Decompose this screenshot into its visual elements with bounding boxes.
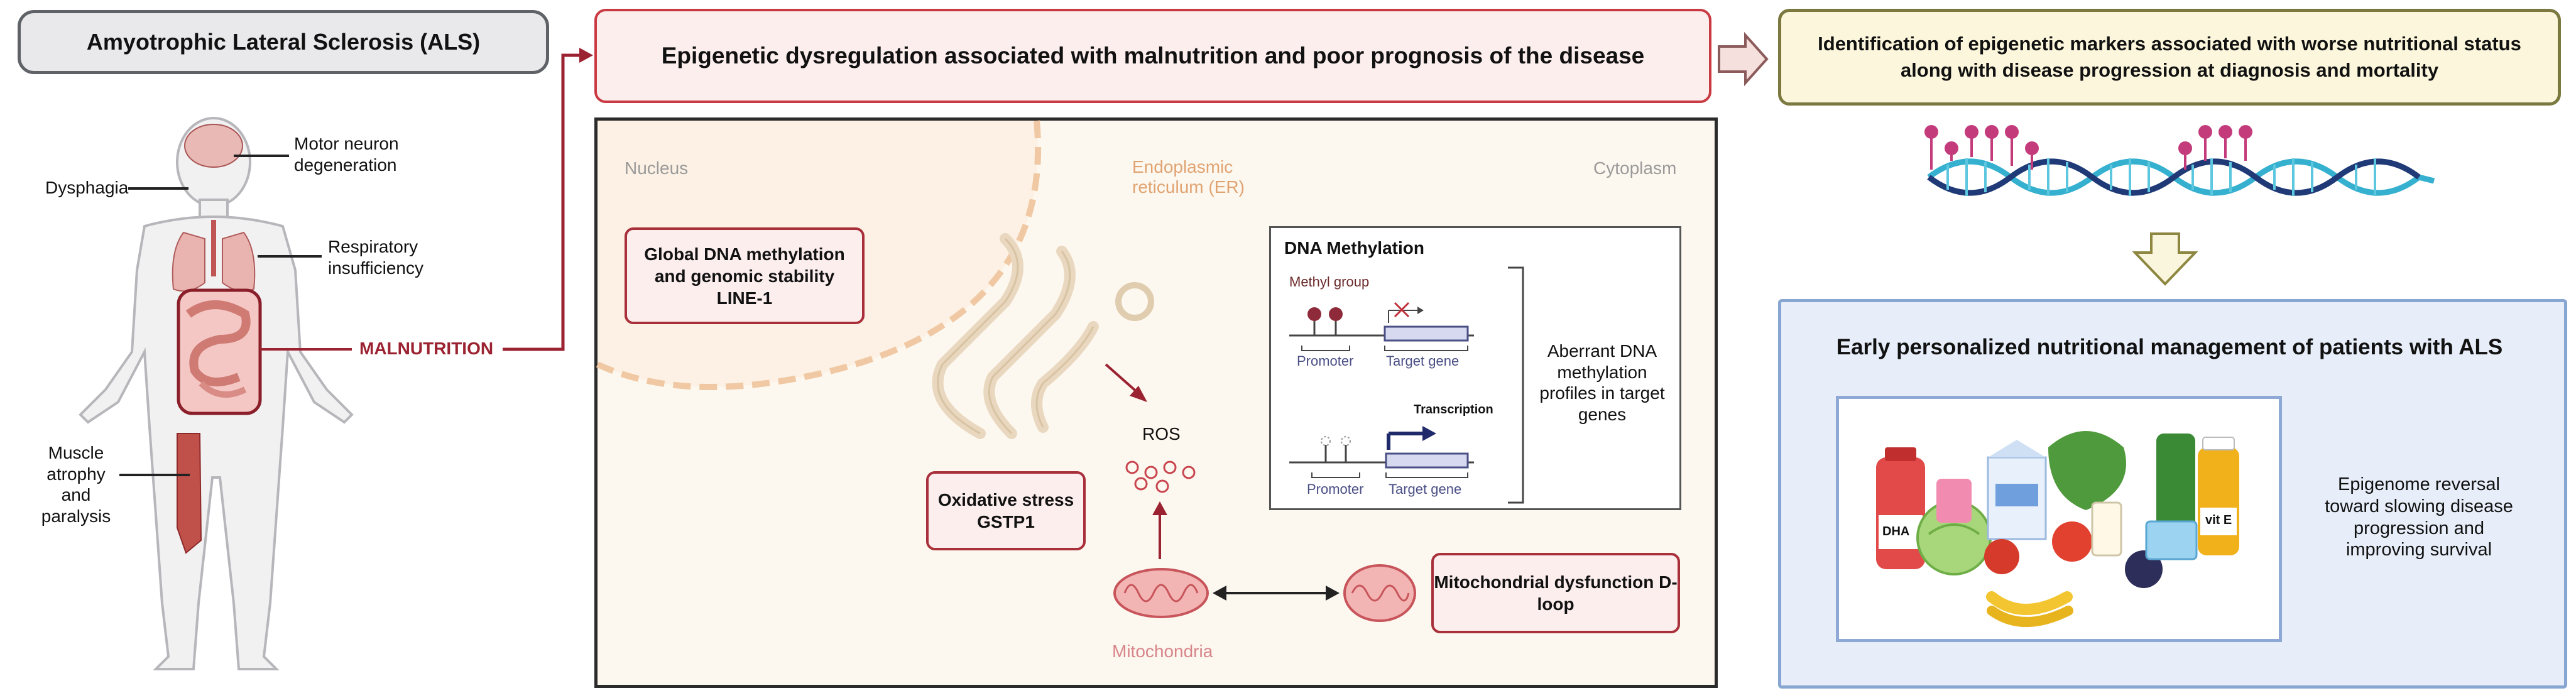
als-title: Amyotrophic Lateral Sclerosis (ALS): [18, 10, 549, 74]
target-gene-label-bottom: Target gene: [1389, 481, 1462, 497]
motor-neuron-label: Motor neuron degeneration: [294, 134, 399, 175]
promoter-label-top: Promoter: [1297, 353, 1354, 369]
dna-methylation-title: DNA Methylation: [1284, 238, 1424, 258]
cytoplasm-label: Cytoplasm: [1593, 158, 1677, 178]
muscle-label: Muscle atrophy and paralysis: [41, 443, 111, 526]
nucleus-label: Nucleus: [625, 158, 689, 178]
respiratory-label: Respiratory insufficiency: [328, 237, 424, 278]
oxidative-stress-box: Oxidative stress GSTP1: [926, 471, 1086, 550]
vit-e-label: vit E: [2205, 513, 2232, 527]
er-label: Endoplasmic reticulum (ER): [1132, 157, 1245, 197]
transcription-label: Transcription: [1414, 403, 1493, 417]
epigenome-reversal-label: Epigenome reversal toward slowing diseas…: [2325, 474, 2513, 560]
epigenetic-markers-title: Identification of epigenetic markers ass…: [1778, 9, 2561, 106]
epigenetic-title: Epigenetic dysregulation associated with…: [594, 9, 1711, 103]
global-dna-methylation-box: Global DNA methylation and genomic stabi…: [625, 227, 865, 324]
methyl-group-label: Methyl group: [1289, 274, 1370, 290]
nutrition-management-title: Early personalized nutritional managemen…: [1836, 335, 2503, 359]
aberrant-methylation-label: Aberrant DNA methylation profiles in tar…: [1539, 341, 1665, 424]
target-gene-label-top: Target gene: [1386, 353, 1460, 369]
mitochondria-label: Mitochondria: [1112, 641, 1213, 661]
ros-label: ROS: [1142, 424, 1181, 444]
dha-label: DHA: [1882, 525, 1910, 538]
malnutrition-label: MALNUTRITION: [359, 339, 494, 358]
promoter-label-bottom: Promoter: [1307, 481, 1364, 497]
mitochondrial-dysfunction-box: Mitochondrial dysfunction D-loop: [1431, 553, 1680, 633]
dysphagia-label: Dysphagia: [45, 178, 129, 197]
